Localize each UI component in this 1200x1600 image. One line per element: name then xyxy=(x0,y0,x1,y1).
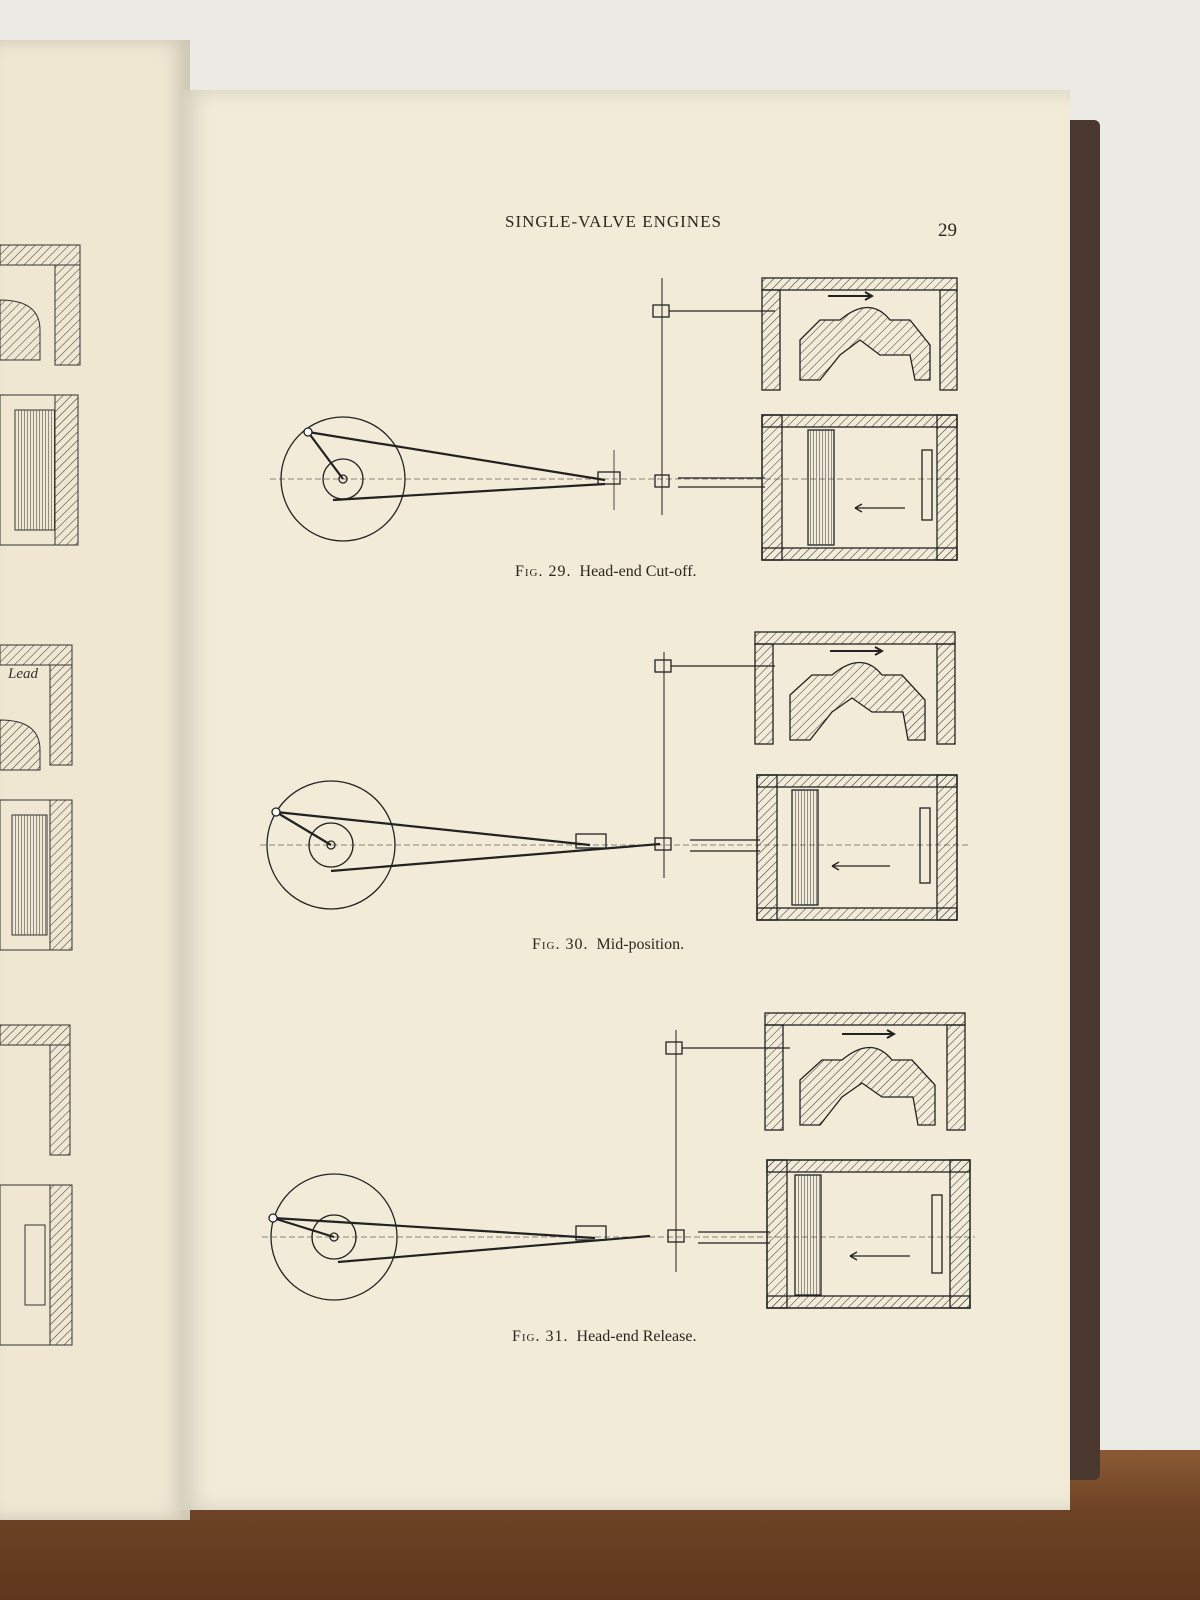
figure-31-caption: Fig. 31. Head-end Release. xyxy=(512,1328,696,1346)
figure-29-caption: Fig. 29. Head-end Cut-off. xyxy=(515,563,697,581)
page-number: 29 xyxy=(938,220,957,241)
left-page-drawings xyxy=(0,244,81,1346)
fig31-rod-upper xyxy=(272,1216,596,1240)
figure-31-title: Head-end Release. xyxy=(576,1328,697,1345)
figure-29-drawing xyxy=(270,277,960,561)
figure-31-label: Fig. 31. xyxy=(512,1328,569,1345)
fig29-rod-lower xyxy=(332,482,606,502)
fig30-rod-upper xyxy=(275,810,591,847)
figure-29-title: Head-end Cut-off. xyxy=(579,563,697,580)
figure-30-label: Fig. 30. xyxy=(532,936,589,953)
right-page xyxy=(180,90,1070,1510)
lead-annotation: Lead xyxy=(7,666,39,682)
figure-30-caption: Fig. 30. Mid-position. xyxy=(532,936,684,954)
figure-31-drawing xyxy=(262,1012,975,1309)
figure-30-title: Mid-position. xyxy=(596,936,685,953)
fig29-rod-upper xyxy=(307,430,606,482)
running-head: SINGLE-VALVE ENGINES xyxy=(505,212,722,231)
figure-29-label: Fig. 29. xyxy=(515,563,572,580)
figure-30-drawing xyxy=(260,631,970,921)
left-page xyxy=(0,40,190,1520)
fig30-rod-lower xyxy=(330,842,661,873)
